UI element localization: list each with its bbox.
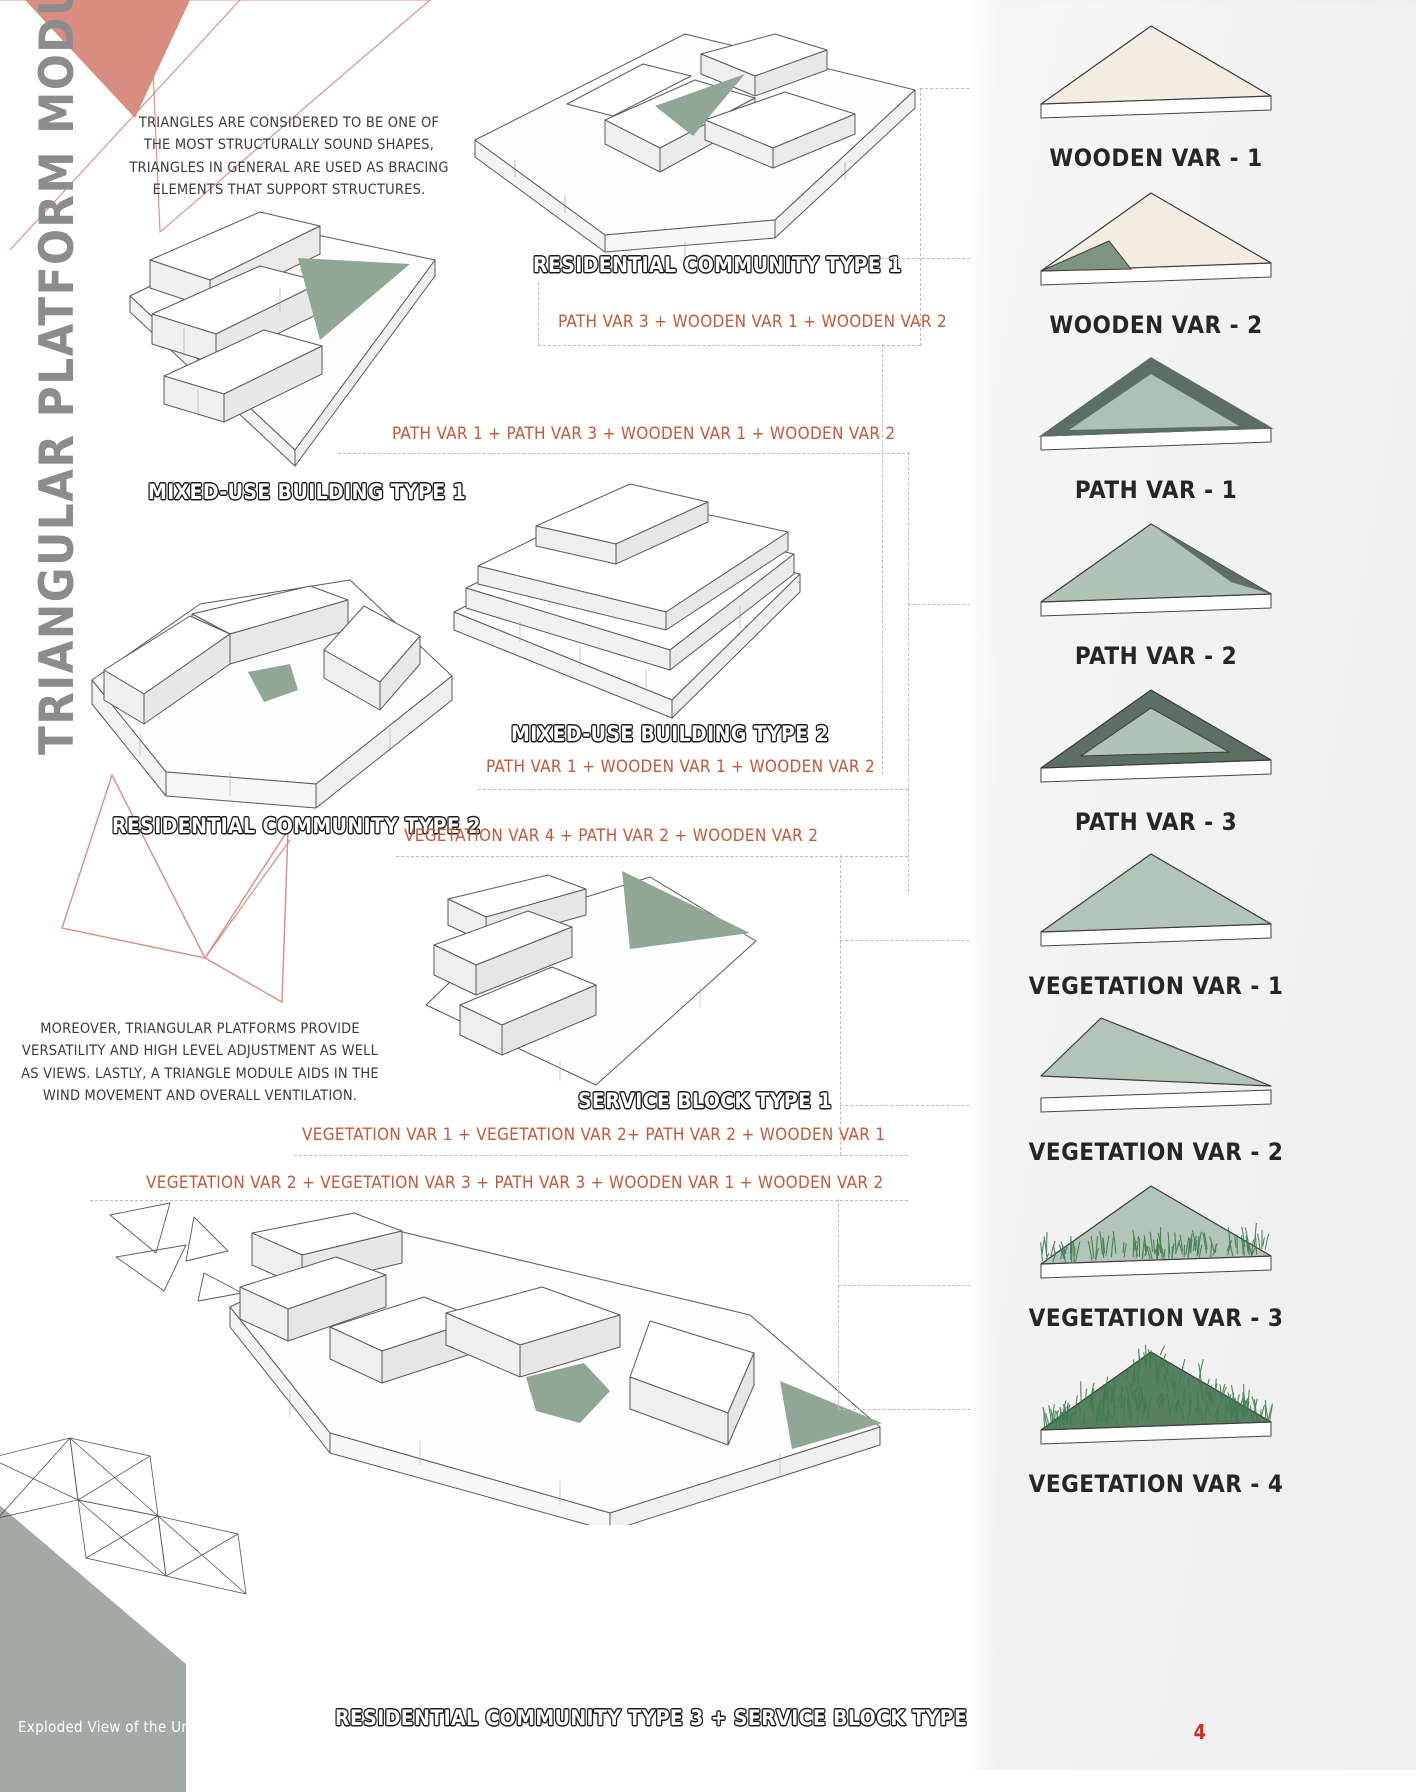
legend-item-vegetation-2[interactable]: VEGETATION VAR - 2 [1006, 1012, 1306, 1166]
note-top: TRIANGLES ARE CONSIDERED TO BE ONE OF TH… [124, 112, 454, 202]
connector-line [908, 452, 909, 892]
model-mixed-use-building-type-2 [440, 470, 840, 730]
legend-label-path-1: PATH VAR - 1 [1006, 476, 1306, 504]
page-number: 4 [1193, 1720, 1206, 1744]
connector-line [538, 282, 539, 346]
legend-label-vegetation-1: VEGETATION VAR - 1 [1006, 972, 1306, 1000]
legend-item-vegetation-1[interactable]: VEGETATION VAR - 1 [1006, 846, 1306, 1000]
connector-line [338, 453, 910, 454]
legend-item-vegetation-4[interactable]: VEGETATION VAR - 4 [1006, 1344, 1306, 1498]
connector-line [838, 1199, 839, 1409]
connector-line [838, 1409, 990, 1410]
legend-figure-wooden-1 [1006, 18, 1306, 138]
decorative-line-connector [205, 840, 290, 958]
footer-caption: Exploded View of the Unit Cluster [18, 1718, 254, 1736]
legend-label-wooden-2: WOODEN VAR - 2 [1006, 311, 1306, 339]
combo-mixed-use-building-type-1: PATH VAR 1 + PATH VAR 3 + WOODEN VAR 1 +… [392, 424, 895, 444]
legend-label-vegetation-4: VEGETATION VAR - 4 [1006, 1470, 1306, 1498]
connector-line [840, 1105, 990, 1106]
legend-item-path-1[interactable]: PATH VAR - 1 [1006, 350, 1306, 504]
label-mixed-use-building-type-1: MIXED-USE BUILDING TYPE 1 [148, 480, 466, 504]
model-mixed-use-building-type-1 [110, 200, 460, 490]
connector-line [538, 345, 920, 346]
legend-label-vegetation-2: VEGETATION VAR - 2 [1006, 1138, 1306, 1166]
legend-item-path-3[interactable]: PATH VAR - 3 [1006, 682, 1306, 836]
combo-mixed-use-building-type-2: PATH VAR 1 + WOODEN VAR 1 + WOODEN VAR 2 [486, 757, 875, 777]
label-mixed-use-building-type-2: MIXED-USE BUILDING TYPE 2 [511, 722, 829, 746]
connector-line [294, 1155, 908, 1156]
legend-item-wooden-1[interactable]: WOODEN VAR - 1 [1006, 18, 1306, 172]
connector-line [90, 1200, 908, 1201]
connector-line [478, 789, 908, 790]
triangulated-mesh [0, 1418, 320, 1598]
connector-line [882, 344, 883, 774]
legend-label-path-3: PATH VAR - 3 [1006, 808, 1306, 836]
legend-figure-vegetation-2 [1006, 1012, 1306, 1132]
legend-item-wooden-2[interactable]: WOODEN VAR - 2 [1006, 185, 1306, 339]
legend-item-vegetation-3[interactable]: VEGETATION VAR - 3 [1006, 1178, 1306, 1332]
legend-figure-wooden-2 [1006, 185, 1306, 305]
legend-figure-vegetation-4 [1006, 1344, 1306, 1464]
label-residential-community-type-1: RESIDENTIAL COMMUNITY TYPE 1 [533, 253, 902, 277]
legend-item-path-2[interactable]: PATH VAR - 2 [1006, 516, 1306, 670]
combo-residential-community-type-3: VEGETATION VAR 2 + VEGETATION VAR 3 + PA… [146, 1173, 884, 1193]
legend-label-vegetation-3: VEGETATION VAR - 3 [1006, 1304, 1306, 1332]
legend-label-path-2: PATH VAR - 2 [1006, 642, 1306, 670]
note-bottom: MOREOVER, TRIANGULAR PLATFORMS PROVIDE V… [20, 1018, 380, 1108]
legend-figure-vegetation-3 [1006, 1178, 1306, 1298]
connector-line [840, 940, 990, 941]
connector-line [840, 855, 841, 1155]
model-service-block-type-1 [400, 855, 780, 1115]
legend-figure-path-1 [1006, 350, 1306, 470]
connector-line [396, 856, 908, 857]
legend-label-wooden-1: WOODEN VAR - 1 [1006, 144, 1306, 172]
label-residential-community-type-3: RESIDENTIAL COMMUNITY TYPE 3 + SERVICE B… [335, 1706, 988, 1730]
model-residential-community-type-2 [80, 560, 480, 830]
legend-figure-path-3 [1006, 682, 1306, 802]
label-service-block-type-1: SERVICE BLOCK TYPE 1 [578, 1089, 832, 1113]
decorative-triangle-outline-4 [205, 830, 288, 1002]
model-residential-community-type-1 [455, 20, 935, 270]
legend-figure-vegetation-1 [1006, 846, 1306, 966]
connector-line [838, 1285, 990, 1286]
combo-residential-community-type-2: VEGETATION VAR 4 + PATH VAR 2 + WOODEN V… [404, 826, 818, 846]
connector-line [920, 88, 921, 346]
combo-residential-community-type-1: PATH VAR 3 + WOODEN VAR 1 + WOODEN VAR 2 [558, 312, 947, 332]
combo-service-block-type-1: VEGETATION VAR 1 + VEGETATION VAR 2+ PAT… [302, 1125, 885, 1145]
legend-figure-path-2 [1006, 516, 1306, 636]
